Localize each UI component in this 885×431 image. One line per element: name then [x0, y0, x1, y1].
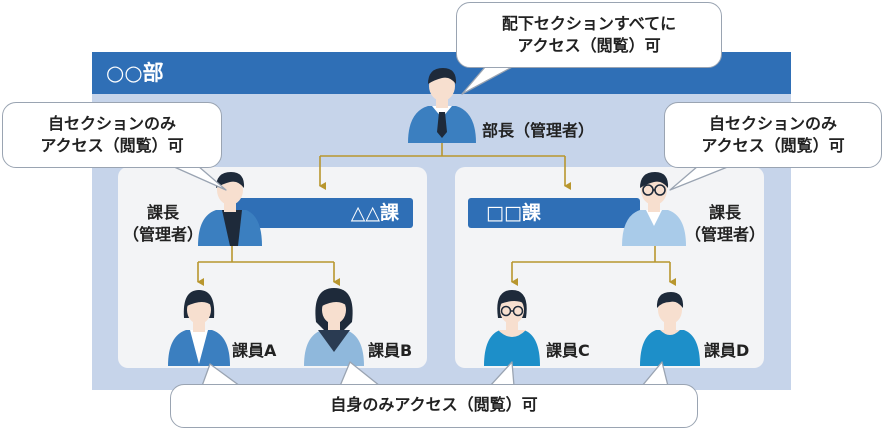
member-d-label: 課員D [704, 341, 750, 360]
manager-person-icon [408, 68, 476, 143]
callout-bottom-text: 自身のみアクセス（閲覧）可 [330, 395, 538, 414]
callout-top-line2: アクセス（閲覧）可 [517, 36, 661, 55]
section-name-bar-right: □□課 [468, 198, 640, 228]
member-a-person-icon [168, 290, 230, 366]
right-chief-role: （管理者） [684, 225, 765, 244]
member-b-label: 課員B [368, 341, 413, 360]
callout-right: 自セクションのみ アクセス（閲覧）可 [664, 102, 882, 168]
manager-label: 部長（管理者） [482, 121, 595, 140]
callout-left: 自セクションのみ アクセス（閲覧）可 [2, 102, 222, 168]
left-chief-person-icon [198, 172, 262, 246]
member-c-person-icon [484, 290, 540, 366]
callout-left-line2: アクセス（閲覧）可 [40, 136, 184, 155]
callout-tails [171, 65, 731, 387]
connector-lines [197, 143, 676, 286]
callout-bottom: 自身のみアクセス（閲覧）可 [170, 384, 698, 428]
callout-top: 配下セクションすべてに アクセス（閲覧）可 [456, 2, 722, 68]
member-b-person-icon [304, 288, 364, 366]
right-chief-person-icon [622, 172, 686, 246]
left-chief-title: 課長 [146, 203, 179, 222]
member-a-label: 課員A [232, 341, 277, 360]
left-chief-role: （管理者） [122, 225, 203, 244]
callout-top-line1: 配下セクションすべてに [501, 14, 677, 33]
callout-left-line1: 自セクションのみ [47, 114, 176, 133]
member-d-person-icon [640, 292, 700, 366]
callout-right-line1: 自セクションのみ [708, 114, 837, 133]
right-chief-title: 課長 [708, 203, 741, 222]
member-c-label: 課員C [546, 341, 590, 360]
callout-right-line2: アクセス（閲覧）可 [701, 136, 845, 155]
section-name-bar-left: △△課 [236, 198, 413, 228]
department-title: ○○部 [106, 61, 164, 85]
